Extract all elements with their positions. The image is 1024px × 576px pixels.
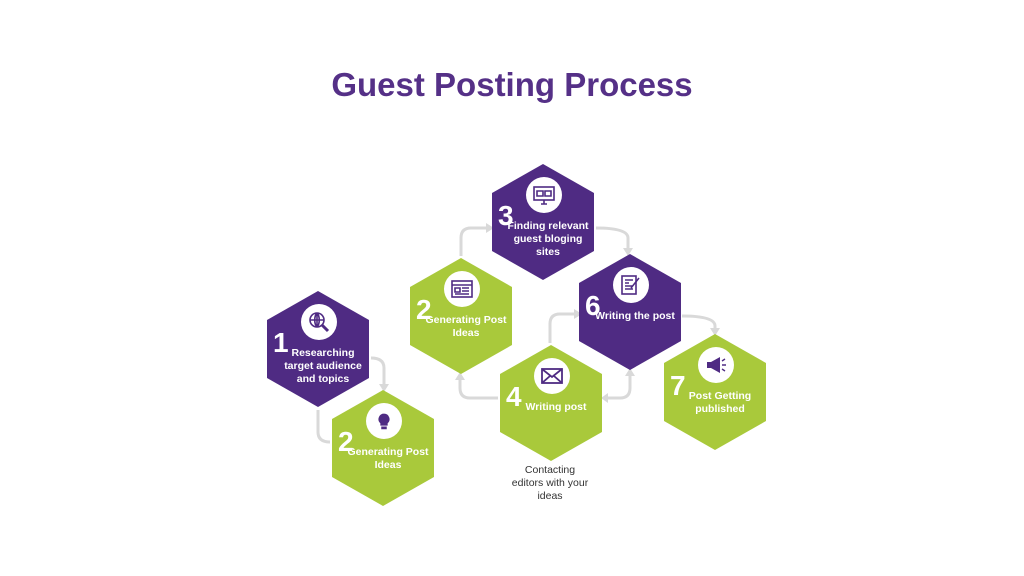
browser-window-icon bbox=[444, 271, 480, 307]
arrow-4-6b bbox=[606, 374, 632, 400]
arrowhead bbox=[623, 248, 633, 256]
envelope-icon bbox=[534, 358, 570, 394]
arrowhead bbox=[710, 328, 720, 336]
arrow-6-7 bbox=[681, 314, 717, 330]
step-4-writing-post: 4 Writing post bbox=[500, 345, 602, 461]
arrowhead bbox=[574, 309, 582, 319]
monitor-icon bbox=[526, 177, 562, 213]
arrow-4-2 bbox=[458, 378, 498, 400]
step-6-writing-the-post: 6 Writing the post bbox=[579, 254, 681, 370]
arrowhead bbox=[601, 393, 608, 403]
page-title: Guest Posting Process bbox=[331, 66, 693, 103]
arrow-1-2b bbox=[316, 410, 331, 444]
step-1-researching: 1 Researching target audience and topics bbox=[267, 291, 369, 407]
document-pen-icon bbox=[613, 267, 649, 303]
step-2-generating-ideas: 2 Generating Post Ideas bbox=[332, 390, 434, 506]
arrowhead bbox=[379, 384, 389, 392]
arrowhead bbox=[486, 223, 494, 233]
arrow-2-3 bbox=[459, 226, 488, 256]
megaphone-icon bbox=[698, 347, 734, 383]
arrowhead bbox=[625, 368, 635, 376]
lightbulb-icon bbox=[366, 403, 402, 439]
arrowhead bbox=[455, 372, 465, 380]
arrow-4-6 bbox=[548, 312, 576, 343]
step-7-post-published: 7 Post Getting published bbox=[664, 334, 766, 450]
arrow-3-6 bbox=[595, 226, 630, 250]
step-2-generating-ideas-alt: 2 Generating Post Ideas bbox=[410, 258, 512, 374]
arrow-1-2 bbox=[370, 356, 386, 386]
step-4-note: Contacting editors with your ideas bbox=[511, 464, 589, 502]
globe-search-icon bbox=[301, 304, 337, 340]
